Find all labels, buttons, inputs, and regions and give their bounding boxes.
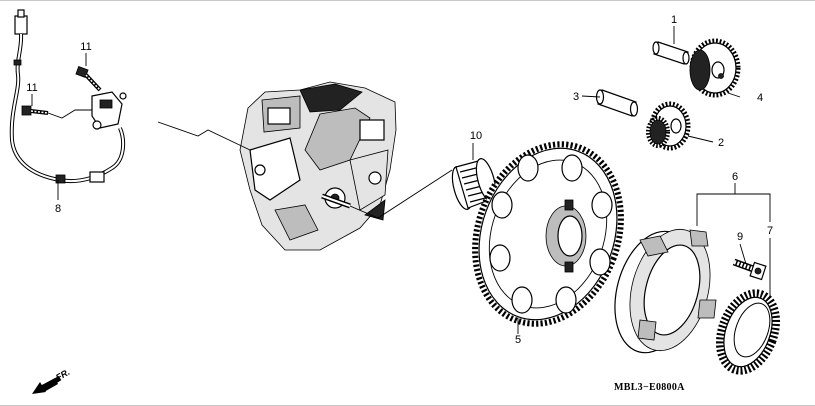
- callout-2: 2: [718, 137, 724, 149]
- callout-5: 5: [515, 334, 521, 346]
- callout-11-upper: 11: [80, 41, 91, 53]
- idle-shaft-icon: [595, 89, 639, 117]
- cable-clamp: [13, 59, 22, 66]
- callout-1: 1: [671, 14, 677, 26]
- callout-7: 7: [767, 225, 773, 237]
- callout-11-lower: 11: [26, 82, 37, 94]
- starter-clutch-outer-icon: [614, 228, 717, 354]
- callout-10: 10: [470, 130, 482, 142]
- direction-label: FR.: [54, 367, 72, 383]
- bolt-icon: [75, 66, 102, 92]
- callout-4: 4: [757, 92, 763, 104]
- bolt-icon: [21, 105, 49, 116]
- reduction-gear-icon: [689, 38, 741, 98]
- idle-shaft-icon: [652, 41, 690, 65]
- callout-8: 8: [55, 203, 61, 215]
- starter-driven-gear-icon: [472, 141, 624, 327]
- sensor-cable-assembly: [9, 9, 127, 184]
- cable-clamp: [89, 171, 105, 183]
- callout-3: 3: [573, 91, 579, 103]
- hex-bolt-icon: [732, 258, 767, 281]
- one-way-clutch-icon: [715, 289, 781, 375]
- diagram-code: MBL3−E0800A: [614, 382, 685, 393]
- connector-icon: [14, 15, 28, 35]
- sensor-body-icon: [91, 91, 123, 129]
- callout-6: 6: [732, 171, 738, 183]
- callout-9: 9: [737, 231, 743, 243]
- engine-block-icon: [239, 81, 397, 251]
- idle-gear-icon: [646, 101, 691, 151]
- needle-bearing-icon: [451, 158, 497, 210]
- leader-lines: [31, 26, 771, 334]
- connector-pin: [17, 9, 25, 18]
- cable-clamp: [55, 174, 66, 184]
- arrow-front-icon: FR.: [32, 367, 72, 394]
- callouts: 1 2 3 4 5 6 7 8 9 10 11 11: [26, 14, 773, 346]
